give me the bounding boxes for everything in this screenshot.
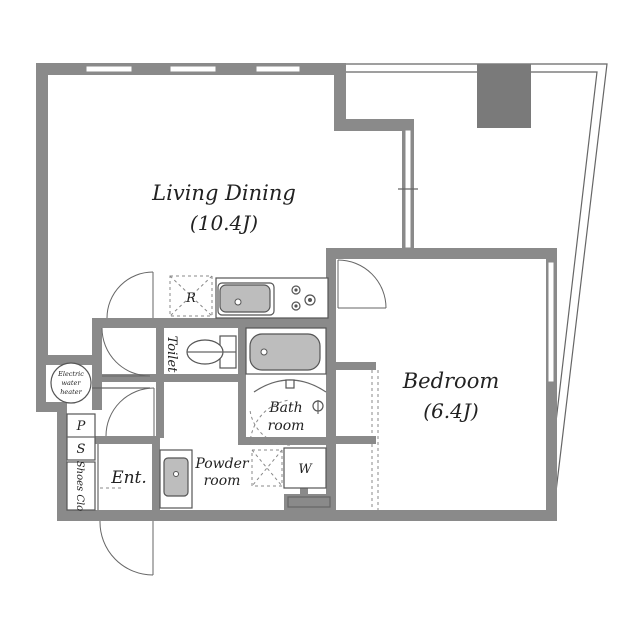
bath-room-label-2: room — [268, 418, 305, 434]
refrigerator-label: R — [185, 291, 196, 306]
washer-label: W — [298, 462, 313, 477]
bedroom-label: Bedroom — [402, 369, 500, 393]
heater-label-3: heater — [60, 388, 82, 396]
bath-room-label: Bath — [268, 400, 302, 416]
heater-label-2: water — [61, 379, 81, 387]
living-dining-label: Living Dining — [151, 181, 296, 205]
stove-icon — [291, 285, 316, 311]
living-dining-size: (10.4J) — [190, 211, 258, 235]
windows — [85, 65, 555, 383]
powder-room-label: Powder — [194, 456, 250, 472]
bathtub-icon — [245, 327, 327, 414]
basin-icon — [159, 449, 193, 509]
refrigerator-space — [169, 275, 213, 317]
toilet-icon — [186, 335, 237, 369]
shoes-closet-label: Shoes Clo — [74, 461, 85, 511]
interior-walls — [92, 248, 376, 521]
balcony-pillar — [477, 64, 531, 128]
kitchen — [169, 275, 329, 319]
shoes-closet — [66, 461, 96, 511]
window — [169, 65, 217, 73]
powder-room-label-2: room — [204, 473, 241, 489]
pipe-space-label-s: S — [77, 442, 86, 457]
balcony — [345, 63, 608, 501]
electric-water-heater-icon — [50, 362, 92, 404]
bedroom-size: (6.4J) — [423, 399, 478, 423]
window — [255, 65, 301, 73]
window — [85, 65, 133, 73]
heater-label-1: Electric — [57, 370, 84, 378]
doors — [99, 259, 387, 576]
pipe-space-label-p: P — [76, 419, 86, 434]
entrance-label: Ent. — [110, 468, 147, 488]
toilet-label: Toilet — [164, 336, 179, 373]
window — [547, 261, 555, 383]
washer-space — [283, 447, 327, 489]
